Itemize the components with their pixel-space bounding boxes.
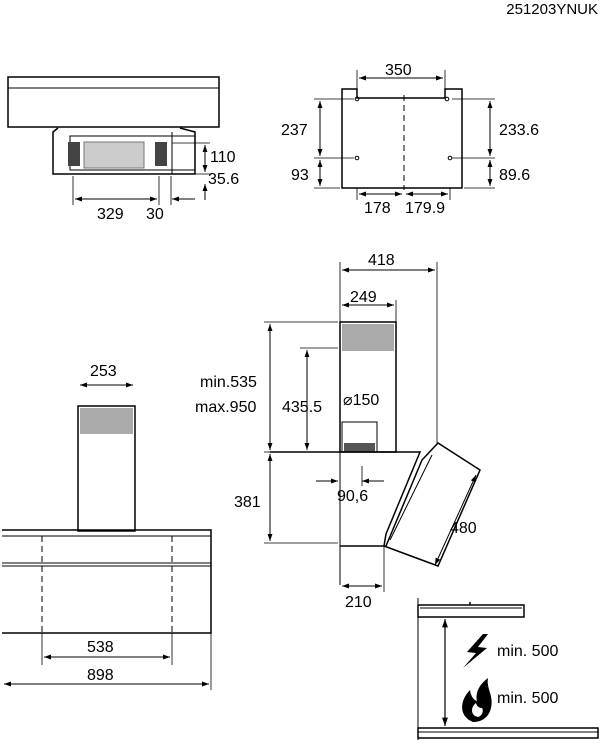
clearance-gas: min. 500 [497,690,558,707]
clearance-electric: min. 500 [497,643,558,660]
clearance-hood [417,604,525,618]
bracket-dim-right-height: 233.6 [499,122,539,139]
side-dim-glass: 480 [450,520,477,537]
top-view-body [7,76,220,128]
side-dim-max: max.950 [195,399,256,416]
bracket-dim-left-low: 93 [291,167,309,184]
top-view-dim-height: 110 [210,149,236,166]
front-view [2,382,212,690]
clearance-hob [417,727,599,739]
gas-flame-icon [462,678,492,722]
top-view [7,76,220,205]
side-dim-bottom-depth: 210 [345,594,372,611]
side-dim-duct-height: 435.5 [282,399,322,416]
side-dim-depth-total: 418 [368,252,395,269]
clearance-view [417,598,599,740]
side-dim-body-height: 381 [234,494,261,511]
side-dim-duct-diameter: ⌀150 [343,392,379,409]
side-dim-chimney-depth: 249 [350,289,377,306]
front-dim-chimney: 253 [90,363,117,380]
bracket-dim-top: 350 [385,62,412,79]
top-view-dim-offset: 30 [146,206,164,223]
front-dim-inner: 538 [87,639,114,656]
bracket-dim-right-low: 89.6 [499,167,530,184]
electric-icon [463,634,488,668]
top-view-dim-width: 329 [97,206,124,223]
bracket-dim-bottom-right: 179.9 [405,200,445,217]
front-chimney [77,405,136,532]
top-view-dim-step: 35.6 [208,171,239,188]
model-code: 251203YNUK [506,1,598,18]
bracket-dim-bottom-left: 178 [364,200,391,217]
bracket-view [314,70,495,200]
side-hood-body [270,451,422,547]
bracket-plate [341,88,463,189]
side-glass-panel [383,442,481,567]
side-dim-duct-offset: 90,6 [337,488,368,505]
front-dim-total: 898 [87,667,114,684]
bracket-dim-left-height: 237 [281,122,308,139]
top-view-motor-box [52,127,196,175]
front-hood-body [2,529,212,634]
side-dim-min: min.535 [200,374,257,391]
side-view [264,262,481,592]
